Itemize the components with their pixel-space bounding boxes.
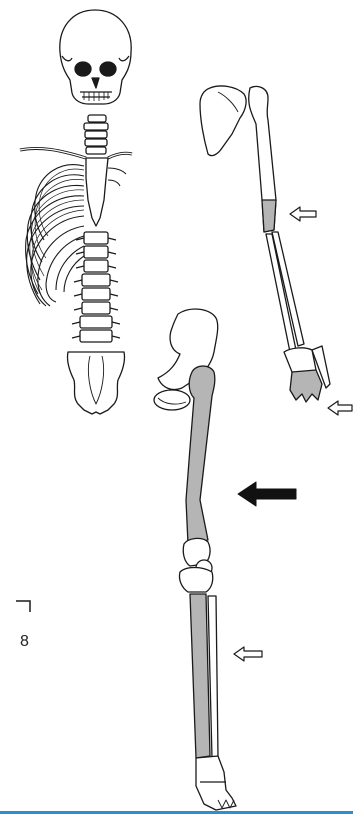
pelvis-sacrum [67,352,124,414]
femur [186,366,215,544]
scale-label: 8 [20,633,29,651]
humerus-highlight [262,200,276,232]
bottom-rule [0,811,353,814]
clavicles [20,148,132,158]
rib-cage [26,165,126,306]
skull [60,10,131,104]
scapula [200,86,246,156]
upper-limb [200,86,330,402]
cervical-spine [84,115,108,154]
humerus-pointer-arrow [290,207,316,221]
femur-pointer-arrow [238,482,296,506]
hand-pointer-arrow [328,401,352,415]
foot [196,756,236,810]
sternum [86,158,108,226]
tibia-pointer-arrow [234,647,262,661]
axial-skeleton [20,10,132,414]
hand-highlight [290,370,322,402]
tibia [190,594,210,758]
lower-limb [154,309,236,810]
patella [179,538,212,592]
scale-corner-mark [16,601,30,612]
